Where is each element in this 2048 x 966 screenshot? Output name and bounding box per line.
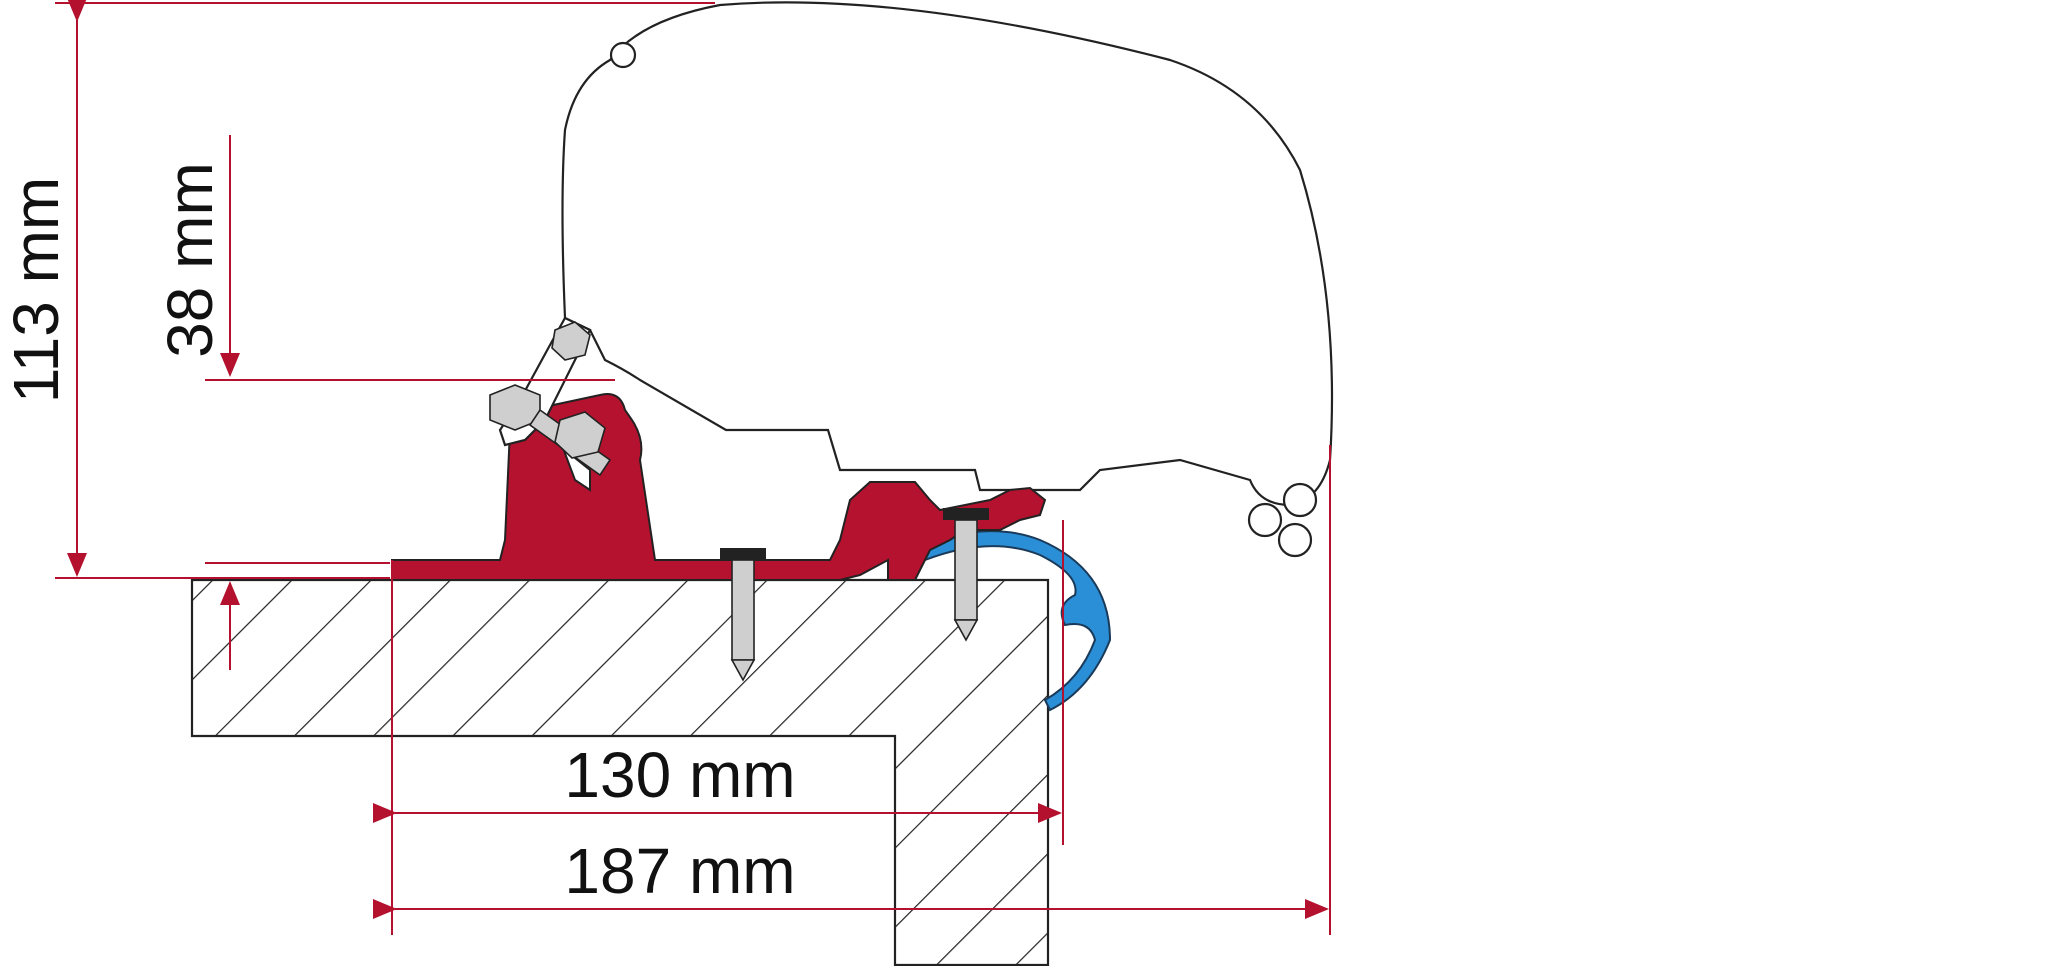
bolt-nut	[554, 411, 606, 459]
cassette-end-circle	[1282, 482, 1318, 518]
dim-130-label: 130 mm	[564, 739, 795, 811]
dim-113-label: 113 mm	[0, 177, 72, 403]
cassette-knob	[609, 41, 637, 69]
screw-left	[720, 548, 766, 682]
top-nut	[551, 321, 591, 361]
keder-seal	[916, 530, 1112, 712]
screw-right	[943, 508, 989, 642]
cassette-end-circle	[1277, 522, 1313, 558]
cassette-end-circle	[1247, 502, 1283, 538]
roof-wall-section	[190, 578, 1050, 966]
dim-187-label: 187 mm	[564, 835, 795, 907]
awning-cassette	[561, 1, 1334, 507]
dim-38-label: 38 mm	[154, 162, 226, 358]
